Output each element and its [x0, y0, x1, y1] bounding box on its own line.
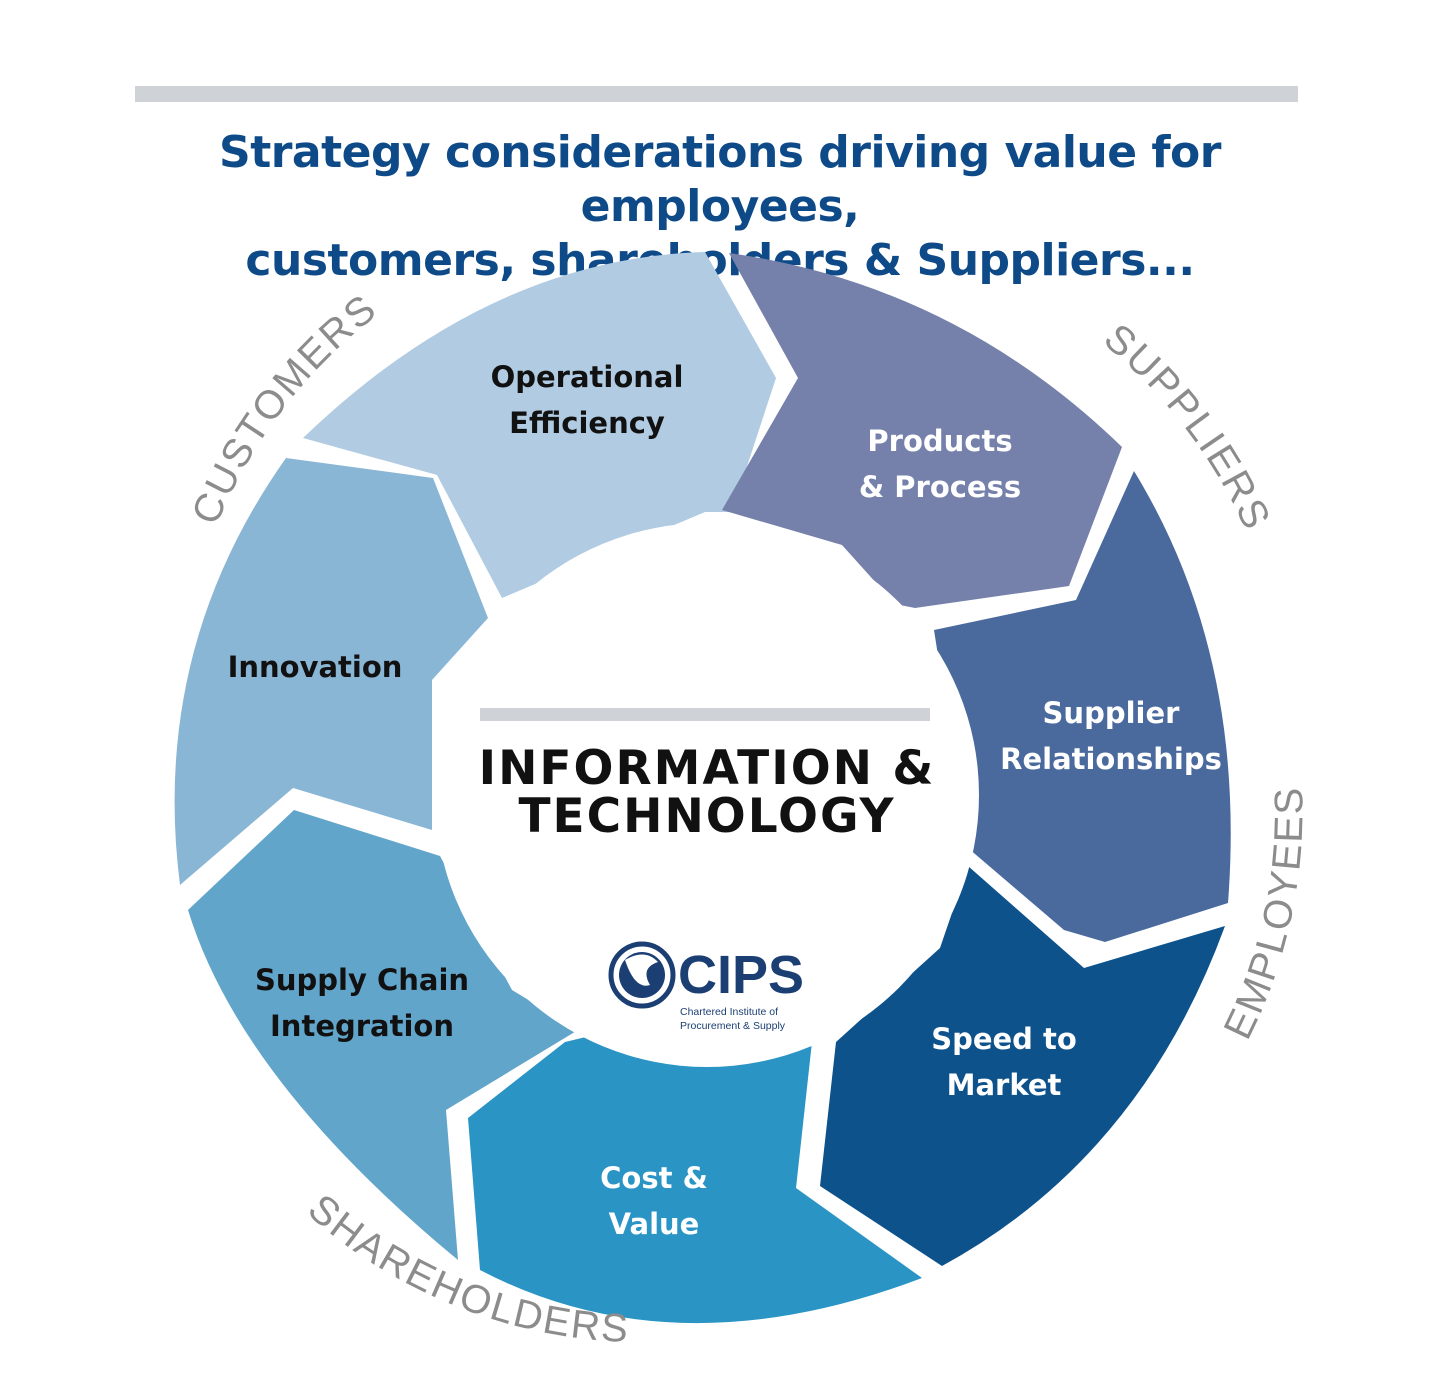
label-innovation: Innovation — [228, 650, 403, 684]
label-supplier-relationships-2: Relationships — [1000, 742, 1222, 776]
title-line-2: customers, shareholders & Suppliers... — [245, 235, 1195, 286]
segment-operational-efficiency — [303, 252, 776, 598]
label-supplier-relationships-1: Supplier — [1043, 696, 1181, 730]
segment-supplier-relationships — [934, 471, 1231, 942]
label-supply-chain-integration-1: Supply Chain — [255, 963, 469, 997]
segment-innovation — [174, 458, 488, 885]
label-cost-value-1: Cost & — [600, 1161, 708, 1195]
center-title-line-2: TECHNOLOGY — [518, 789, 895, 844]
page-title: Strategy considerations driving value fo… — [100, 126, 1340, 288]
label-speed-to-market-1: Speed to — [931, 1022, 1077, 1056]
top-divider — [135, 86, 1298, 102]
segment-supply-chain-integration — [188, 810, 578, 1260]
logo-ring-outer — [608, 941, 676, 1009]
segment-cost-value — [468, 1012, 922, 1324]
segment-products-process — [722, 253, 1122, 608]
label-supply-chain-integration-2: Integration — [270, 1009, 454, 1043]
label-speed-to-market-2: Market — [947, 1068, 1062, 1102]
logo-wordmark: CIPS — [678, 945, 804, 1005]
center-divider — [480, 708, 930, 721]
title-line-1: Strategy considerations driving value fo… — [219, 127, 1221, 232]
label-products-process-1: Products — [867, 424, 1012, 458]
label-products-process-2: & Process — [859, 470, 1021, 504]
logo-subtitle-line-2: Procurement & Supply — [680, 1020, 786, 1032]
label-operational-efficiency-2: Efficiency — [509, 406, 665, 440]
logo-subtitle-line-1: Chartered Institute of — [680, 1006, 778, 1018]
center-title-line-1: INFORMATION & — [479, 741, 936, 796]
label-cost-value-2: Value — [609, 1207, 700, 1241]
segment-speed-to-market — [820, 866, 1225, 1266]
logo-swoosh-icon — [625, 954, 658, 986]
center-circle — [435, 523, 979, 1067]
cips-logo: CIPS Chartered Institute of Procurement … — [608, 941, 804, 1032]
label-operational-efficiency-1: Operational — [491, 360, 684, 394]
